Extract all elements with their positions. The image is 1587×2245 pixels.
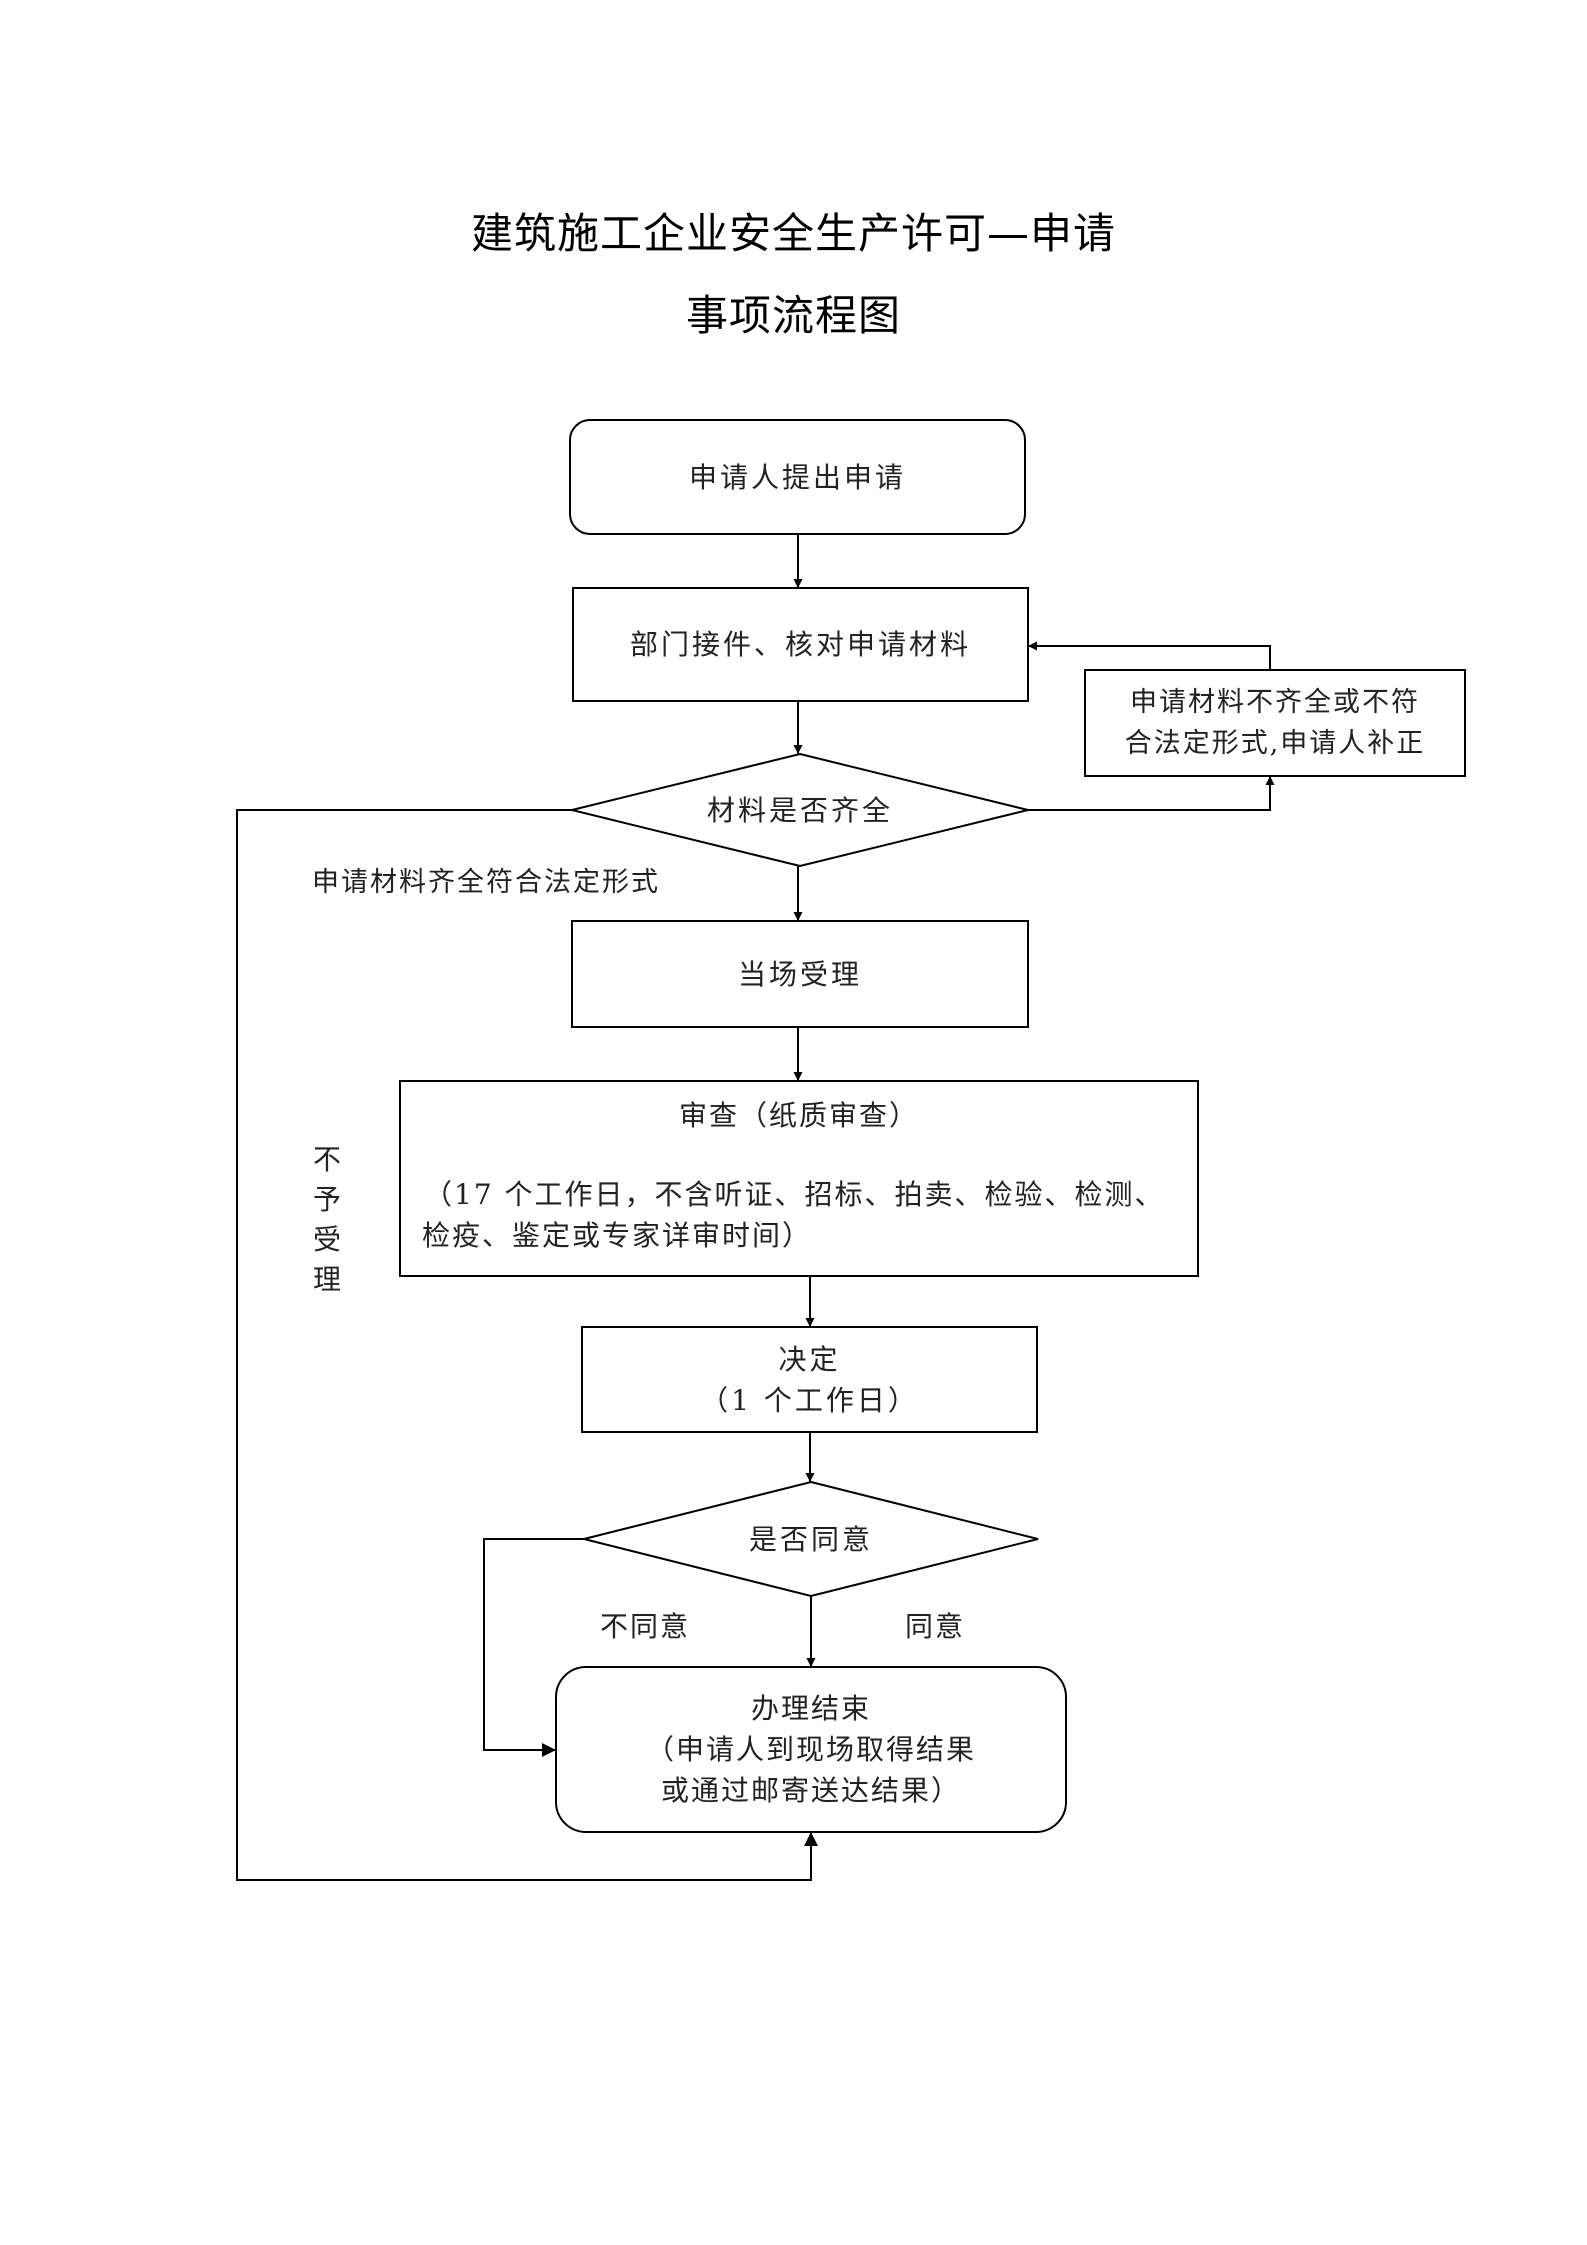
node-apply-label: 申请人提出申请	[570, 420, 1025, 534]
node-decision-line-2: （1 个工作日）	[700, 1383, 919, 1417]
edge-label-not-accepted-char-2: 予	[312, 1183, 341, 1216]
edge-not-accepted-to-finish	[236, 809, 818, 1881]
node-check-complete-diamond	[571, 752, 1029, 868]
edge-label-complete: 申请材料齐全符合法定形式	[312, 867, 660, 898]
node-accept-box	[571, 920, 1029, 1028]
page-title-line-1: 建筑施工企业安全生产许可—申请	[470, 209, 1116, 258]
page-title-line-2: 事项流程图	[685, 291, 901, 340]
node-receive-label: 部门接件、核对申请材料	[573, 588, 1028, 701]
node-agree-check-text: 是否同意	[748, 1522, 873, 1556]
node-accept-text: 当场受理	[737, 957, 862, 991]
node-supplement-label: 申请材料不齐全或不符 合法定形式,申请人补正	[1085, 670, 1465, 776]
node-finish-line-2: （申请人到现场取得结果	[645, 1733, 976, 1766]
node-review-line-1: 审查（纸质审查）	[678, 1099, 919, 1132]
node-supplement-line-1: 申请材料不齐全或不符	[1130, 687, 1420, 718]
node-check-complete-label: 材料是否齐全	[572, 754, 1028, 866]
node-review-label: 审查（纸质审查） （17 个工作日，不含听证、招标、拍卖、检验、检测、 检疫、鉴…	[400, 1081, 1198, 1276]
node-apply-text: 申请人提出申请	[688, 460, 906, 494]
edge-label-disagree: 不同意	[600, 1610, 691, 1643]
edge-label-not-accepted-char-3: 受	[312, 1223, 341, 1256]
edge-label-not-accepted-char-4: 理	[312, 1263, 341, 1296]
edge-supplement-to-receive	[1028, 641, 1271, 670]
node-receive-text: 部门接件、核对申请材料	[629, 628, 971, 661]
edge-check-to-supplement	[1028, 776, 1275, 811]
edge-label-not-accepted-char-1: 不	[312, 1143, 341, 1176]
node-finish-line-1: 办理结束	[750, 1692, 871, 1725]
node-agree-check-label: 是否同意	[584, 1482, 1038, 1596]
node-decision-line-1: 决定	[778, 1342, 841, 1376]
edge-label-not-accepted: 不 予 受 理	[307, 1140, 347, 1300]
node-finish-label: 办理结束 （申请人到现场取得结果 或通过邮寄送达结果）	[556, 1667, 1066, 1832]
node-finish-line-3: 或通过邮寄送达结果）	[660, 1774, 961, 1807]
node-supplement-box	[1084, 669, 1466, 777]
node-check-complete-text: 材料是否齐全	[706, 793, 893, 827]
node-accept-label: 当场受理	[572, 921, 1028, 1027]
edge-disagree-to-finish	[483, 1538, 584, 1757]
node-decision-label: 决定 （1 个工作日）	[582, 1327, 1037, 1432]
edge-label-agree: 同意	[905, 1610, 966, 1643]
node-review-line-3: 检疫、鉴定或专家详审时间）	[422, 1219, 813, 1252]
node-supplement-line-2: 合法定形式,申请人补正	[1124, 728, 1426, 759]
node-review-line-2: （17 个工作日，不含听证、招标、拍卖、检验、检测、	[424, 1178, 1165, 1211]
